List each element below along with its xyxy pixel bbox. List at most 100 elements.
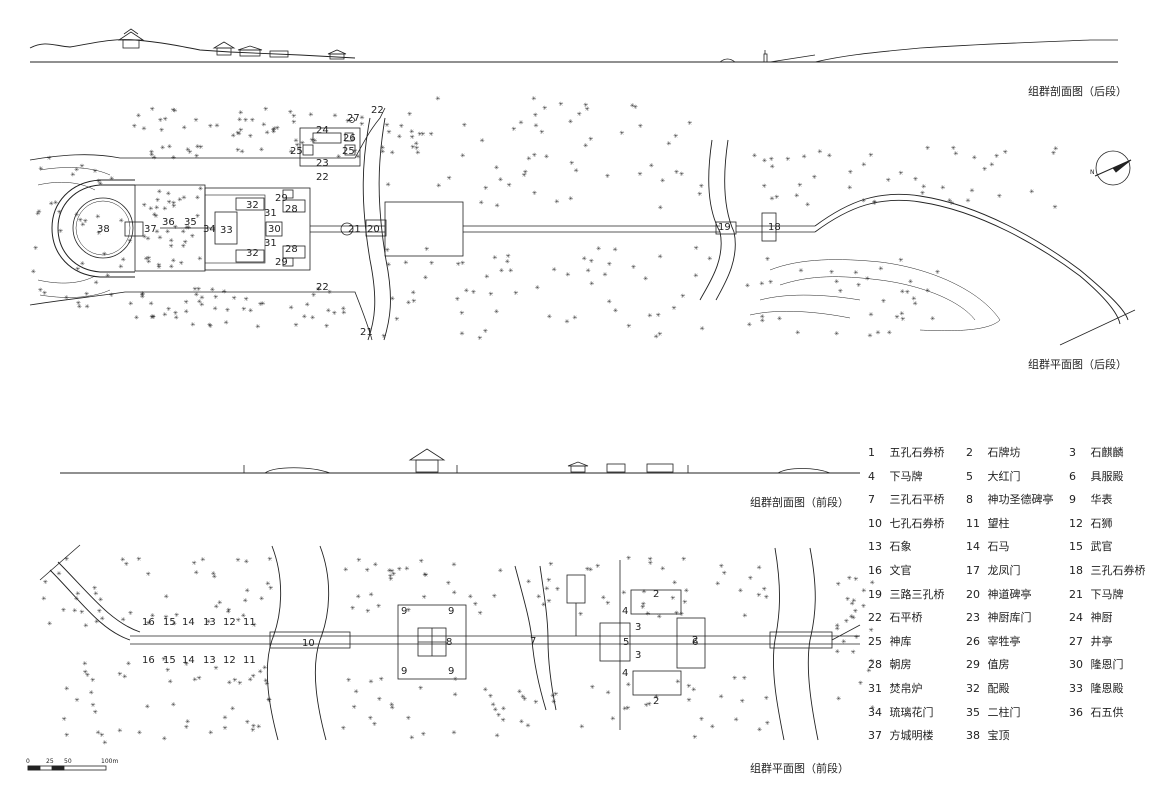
tree-symbol: ✳ [420, 131, 425, 138]
legend-name: 神道碑亭 [984, 587, 1032, 601]
tree-symbol: ✳ [258, 669, 263, 676]
tree-symbol: ✳ [350, 605, 355, 612]
tree-symbol: ✳ [700, 325, 705, 332]
tree-symbol: ✳ [194, 153, 199, 160]
tree-symbol: ✳ [197, 255, 202, 262]
tree-symbol: ✳ [495, 203, 500, 210]
tree-symbol: ✳ [83, 218, 88, 225]
tree-symbol: ✳ [760, 317, 765, 324]
tree-symbol: ✳ [388, 576, 393, 583]
tree-symbol: ✳ [126, 660, 131, 667]
tree-symbol: ✳ [501, 706, 506, 713]
tree-symbol: ✳ [853, 608, 858, 615]
tree-symbol: ✳ [136, 556, 141, 563]
tree-symbol: ✳ [222, 715, 227, 722]
tree-symbol: ✳ [851, 615, 856, 622]
legend-item: 36 石五供 [1069, 704, 1164, 721]
plan-number-label: 23 [316, 158, 329, 169]
tree-symbol: ✳ [555, 586, 560, 593]
tree-symbol: ✳ [691, 687, 696, 694]
legend-number: 31 [868, 681, 882, 695]
legend-name: 华表 [1087, 493, 1113, 507]
tree-symbol: ✳ [41, 595, 46, 602]
tree-symbol: ✳ [494, 164, 499, 171]
plan-number-label: 25 [290, 146, 303, 157]
tree-symbol: ✳ [498, 568, 503, 575]
tree-symbol: ✳ [817, 149, 822, 156]
legend-number: 18 [1069, 563, 1083, 577]
tree-symbol: ✳ [230, 706, 235, 713]
legend-number: 3 [1069, 446, 1076, 459]
tree-symbol: ✳ [674, 610, 679, 617]
legend-item: 24 神厨 [1069, 609, 1164, 626]
plan-number-label: 36 [162, 217, 175, 228]
tree-symbol: ✳ [856, 282, 861, 289]
tree-symbol: ✳ [352, 704, 357, 711]
tree-symbol: ✳ [710, 723, 715, 730]
tree-symbol: ✳ [660, 565, 665, 572]
tree-symbol: ✳ [385, 247, 390, 254]
tree-symbol: ✳ [415, 150, 420, 157]
tree-symbol: ✳ [36, 208, 41, 215]
tree-symbol: ✳ [194, 570, 199, 577]
tree-symbol: ✳ [613, 246, 618, 253]
tree-symbol: ✳ [248, 308, 253, 315]
tree-symbol: ✳ [206, 619, 211, 626]
tree-symbol: ✳ [418, 685, 423, 692]
tree-symbol: ✳ [64, 732, 69, 739]
tree-symbol: ✳ [544, 154, 549, 161]
tree-symbol: ✳ [551, 698, 556, 705]
legend-name: 宰牲亭 [984, 634, 1021, 648]
tree-symbol: ✳ [460, 260, 465, 267]
tree-symbol: ✳ [134, 315, 139, 322]
tree-symbol: ✳ [174, 612, 179, 619]
tree-symbol: ✳ [99, 732, 104, 739]
legend-number: 19 [868, 587, 882, 601]
tree-symbol: ✳ [136, 113, 141, 120]
tree-symbol: ✳ [459, 330, 464, 337]
tree-symbol: ✳ [154, 205, 159, 212]
legend-item: 13 石象 [868, 538, 966, 555]
tree-symbol: ✳ [887, 330, 892, 337]
tree-symbol: ✳ [155, 197, 160, 204]
tree-symbol: ✳ [183, 239, 188, 246]
tree-symbol: ✳ [259, 147, 264, 154]
legend-item: 8 神功圣德碑亭 [966, 491, 1069, 508]
plan-number-label: 25 [342, 146, 355, 157]
tree-symbol: ✳ [861, 198, 866, 205]
legend-name: 二柱门 [984, 705, 1021, 719]
legend-number: 25 [868, 634, 882, 648]
tree-symbol: ✳ [762, 183, 767, 190]
tree-symbol: ✳ [589, 281, 594, 288]
tree-symbol: ✳ [341, 725, 346, 732]
legend-name: 朝房 [886, 658, 912, 672]
tree-symbol: ✳ [1029, 188, 1034, 195]
plan-number-label: 14 [182, 655, 195, 666]
tree-symbol: ✳ [900, 289, 905, 296]
tree-symbol: ✳ [169, 263, 174, 270]
legend-item: 22 石平桥 [868, 609, 966, 626]
legend-item: 2 石牌坊 [966, 444, 1069, 461]
tree-symbol: ✳ [658, 204, 663, 211]
tree-symbol: ✳ [621, 589, 626, 596]
plan-number-label: 9 [401, 606, 407, 617]
tree-symbol: ✳ [94, 619, 99, 626]
tree-symbol: ✳ [124, 561, 129, 568]
tree-symbol: ✳ [181, 194, 186, 201]
plan-number-label: 12 [223, 655, 236, 666]
tree-symbol: ✳ [675, 679, 680, 686]
tree-symbol: ✳ [31, 268, 36, 275]
tree-symbol: ✳ [151, 314, 156, 321]
tree-symbol: ✳ [238, 127, 243, 134]
tree-symbol: ✳ [699, 716, 704, 723]
tree-symbol: ✳ [601, 595, 606, 602]
legend-name: 石狮 [1087, 516, 1113, 530]
tree-symbol: ✳ [117, 728, 122, 735]
tree-symbol: ✳ [61, 607, 66, 614]
tree-symbol: ✳ [835, 649, 840, 656]
tree-symbol: ✳ [622, 706, 627, 713]
tree-symbol: ✳ [707, 255, 712, 262]
legend-item: 9 华表 [1069, 491, 1164, 508]
tree-symbol: ✳ [953, 151, 958, 158]
tree-symbol: ✳ [324, 323, 329, 330]
